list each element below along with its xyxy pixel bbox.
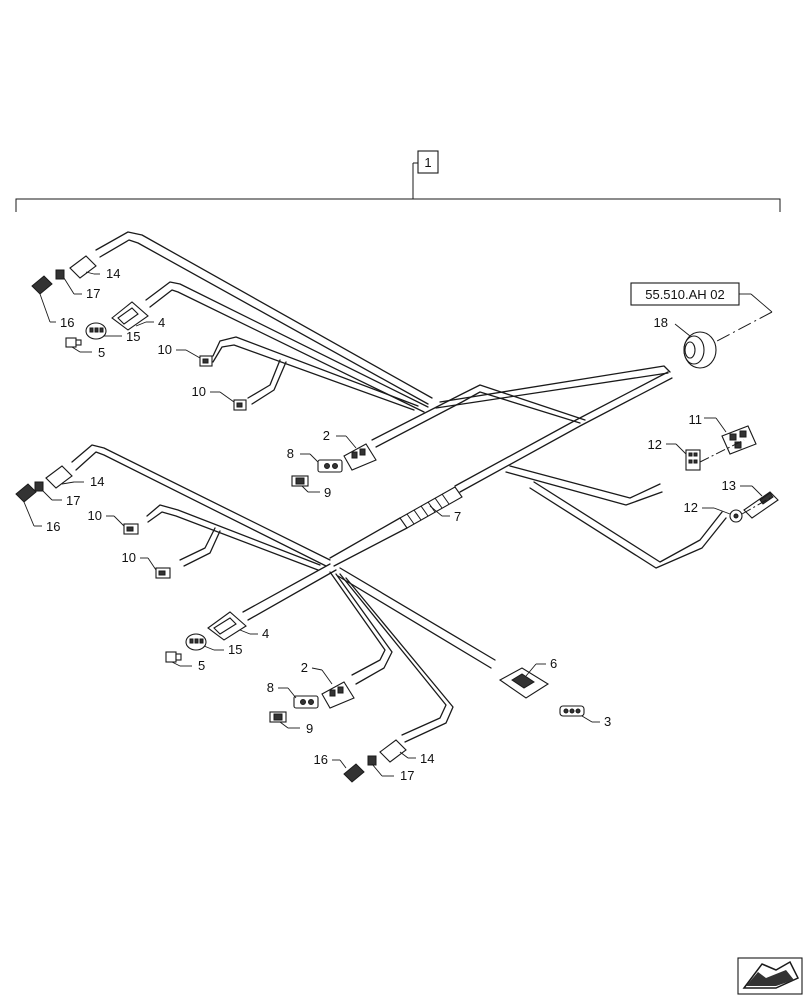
callout-13: 13 xyxy=(722,478,736,493)
callout-11: 11 xyxy=(689,412,703,427)
callout-10c: 10 xyxy=(88,508,102,523)
terminal-10a[interactable] xyxy=(199,355,213,367)
callout-15-upper: 15 xyxy=(126,329,140,344)
plug-5-upper[interactable] xyxy=(65,337,82,348)
callout-18: 18 xyxy=(654,315,668,330)
callout-17-bottom: 17 xyxy=(400,768,414,783)
reference-box: 55.510.AH 02 xyxy=(630,282,773,313)
connector-14-lower[interactable] xyxy=(45,465,73,489)
seal-8-upper[interactable] xyxy=(317,459,343,473)
main-trunk xyxy=(329,371,727,569)
terminal-16-lower[interactable] xyxy=(15,483,37,503)
seal-17-lower[interactable] xyxy=(34,481,44,492)
callout-3: 3 xyxy=(604,714,611,729)
upper-harness xyxy=(95,231,671,448)
callout-2-lower: 2 xyxy=(301,660,308,675)
connector-6[interactable] xyxy=(498,667,550,699)
next-page-arrow-icon[interactable] xyxy=(737,957,803,995)
callout-16-lower: 16 xyxy=(46,519,60,534)
callout-4-upper: 4 xyxy=(158,315,165,330)
callout-16-bottom: 16 xyxy=(314,752,328,767)
seal-17-upper[interactable] xyxy=(55,269,65,280)
connector-3[interactable] xyxy=(559,705,585,717)
assembly-callout: 1 xyxy=(424,155,431,170)
terminal-10d[interactable] xyxy=(155,567,171,579)
connector-2-upper[interactable] xyxy=(343,443,377,471)
connector-15-lower[interactable] xyxy=(185,633,207,651)
corrugated-sleeve xyxy=(399,486,463,529)
callout-12-upper: 12 xyxy=(648,437,662,452)
seal-17-bottom[interactable] xyxy=(367,755,377,766)
connector-4-lower[interactable] xyxy=(207,611,247,641)
seal-12-lower[interactable] xyxy=(729,509,743,523)
callout-10b: 10 xyxy=(192,384,206,399)
callout-6: 6 xyxy=(550,656,557,671)
callout-16-upper: 16 xyxy=(60,315,74,330)
lock-9-lower[interactable] xyxy=(269,711,287,723)
callout-12-lower: 12 xyxy=(684,500,698,515)
callout-9-lower: 9 xyxy=(306,721,313,736)
lock-9-upper[interactable] xyxy=(291,475,309,487)
terminal-10b[interactable] xyxy=(233,399,247,411)
connector-4-upper[interactable] xyxy=(111,301,149,331)
callout-9-upper: 9 xyxy=(324,485,331,500)
callout-14-bottom: 14 xyxy=(420,751,434,766)
callout-15-lower: 15 xyxy=(228,642,242,657)
terminal-10c[interactable] xyxy=(123,523,139,535)
assembly-bracket: 1 xyxy=(15,150,781,212)
connector-13[interactable] xyxy=(743,491,779,519)
connector-11[interactable] xyxy=(721,425,757,455)
connector-15-upper[interactable] xyxy=(85,322,107,340)
reference-label: 55.510.AH 02 xyxy=(645,287,725,302)
connector-14-bottom[interactable] xyxy=(379,739,407,763)
callout-10d: 10 xyxy=(122,550,136,565)
callout-8-lower: 8 xyxy=(267,680,274,695)
terminal-16-upper[interactable] xyxy=(31,275,53,295)
callout-14-upper: 14 xyxy=(106,266,120,281)
callout-7: 7 xyxy=(454,509,461,524)
callout-4-lower: 4 xyxy=(262,626,269,641)
terminal-16-bottom[interactable] xyxy=(343,763,365,783)
plug-5-lower[interactable] xyxy=(165,651,182,663)
grommet-18[interactable] xyxy=(683,331,717,369)
callout-5-upper: 5 xyxy=(98,345,105,360)
callout-10a: 10 xyxy=(158,342,172,357)
callout-2-upper: 2 xyxy=(323,428,330,443)
callout-5-lower: 5 xyxy=(198,658,205,673)
lower-harness xyxy=(71,444,496,743)
callout-17-lower: 17 xyxy=(66,493,80,508)
connector-2-lower[interactable] xyxy=(321,681,355,709)
seal-8-lower[interactable] xyxy=(293,695,319,709)
callout-labels: 18 11 12 13 12 7 2 8 9 xyxy=(23,266,771,783)
callout-14-lower: 14 xyxy=(90,474,104,489)
connector-14-upper[interactable] xyxy=(69,255,97,279)
seal-12-upper[interactable] xyxy=(685,449,701,471)
callout-17-upper: 17 xyxy=(86,286,100,301)
callout-8-upper: 8 xyxy=(287,446,294,461)
